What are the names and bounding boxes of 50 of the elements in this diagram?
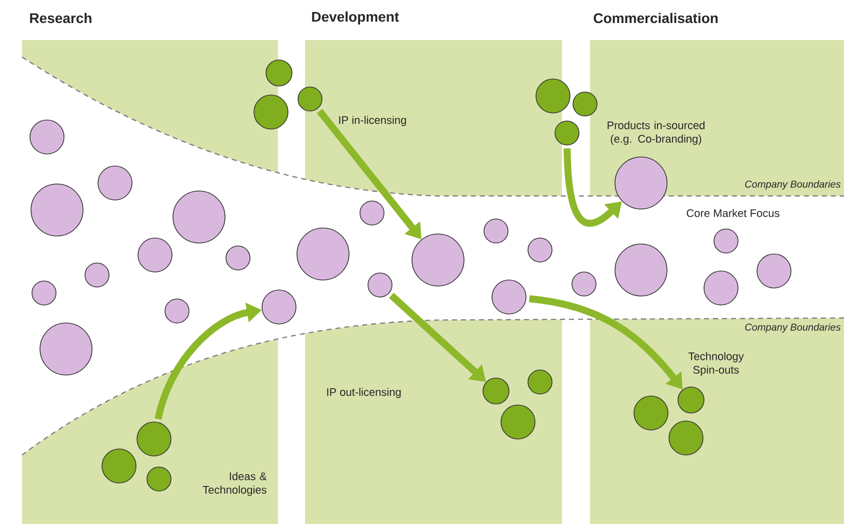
- bubble: [262, 290, 296, 324]
- bubble: [226, 246, 250, 270]
- column-heading: Commercialisation: [594, 12, 718, 24]
- bubble: [500, 404, 536, 440]
- bubble: [138, 238, 172, 272]
- bubble: [98, 166, 132, 200]
- zone-label: Core Market Focus: [686, 208, 780, 218]
- bubble: [296, 228, 350, 280]
- bubble: [572, 272, 596, 296]
- bubble: [254, 94, 288, 130]
- bubble: [614, 156, 668, 210]
- bubble: [172, 190, 226, 244]
- bubble: [492, 280, 526, 314]
- arrow-caption: IP in-licensing: [339, 116, 406, 126]
- node-label: Ideas & Technologies: [202, 472, 267, 496]
- bubble: [32, 280, 56, 306]
- bubble: [164, 298, 190, 324]
- bubble: [136, 422, 172, 456]
- arrow-caption: IP out-licensing: [327, 388, 401, 398]
- bubble: [360, 200, 384, 226]
- bubble: [368, 272, 392, 298]
- bubble: [146, 466, 172, 492]
- bubble: [714, 228, 738, 254]
- node-label: Technology Spin-outs: [688, 352, 744, 376]
- bubble: [678, 386, 704, 414]
- bubble: [30, 120, 64, 154]
- bubble: [40, 322, 92, 376]
- bubble: [528, 238, 552, 262]
- bubble: [412, 234, 464, 286]
- bubble: [668, 420, 704, 456]
- bubble: [266, 60, 292, 86]
- bubble: [756, 254, 792, 288]
- arrow-caption: Products in-sourced (e.g. Co-branding): [608, 121, 704, 145]
- bubble: [298, 86, 322, 112]
- column-heading: Development: [312, 11, 399, 25]
- bubble: [528, 370, 552, 394]
- bubble: [572, 92, 598, 116]
- bubble: [634, 396, 668, 430]
- bubble: [484, 218, 508, 244]
- column-heading: Research: [30, 12, 92, 24]
- bubble: [482, 378, 510, 404]
- bubble: [614, 244, 668, 296]
- boundary-label: Company Boundaries: [745, 180, 841, 190]
- bubble: [554, 120, 580, 146]
- boundary-label: Company Boundaries: [745, 323, 841, 333]
- bubble: [102, 448, 136, 484]
- bubble: [536, 78, 570, 114]
- bubble: [30, 184, 84, 236]
- bubble: [84, 262, 110, 288]
- bubble: [704, 270, 738, 306]
